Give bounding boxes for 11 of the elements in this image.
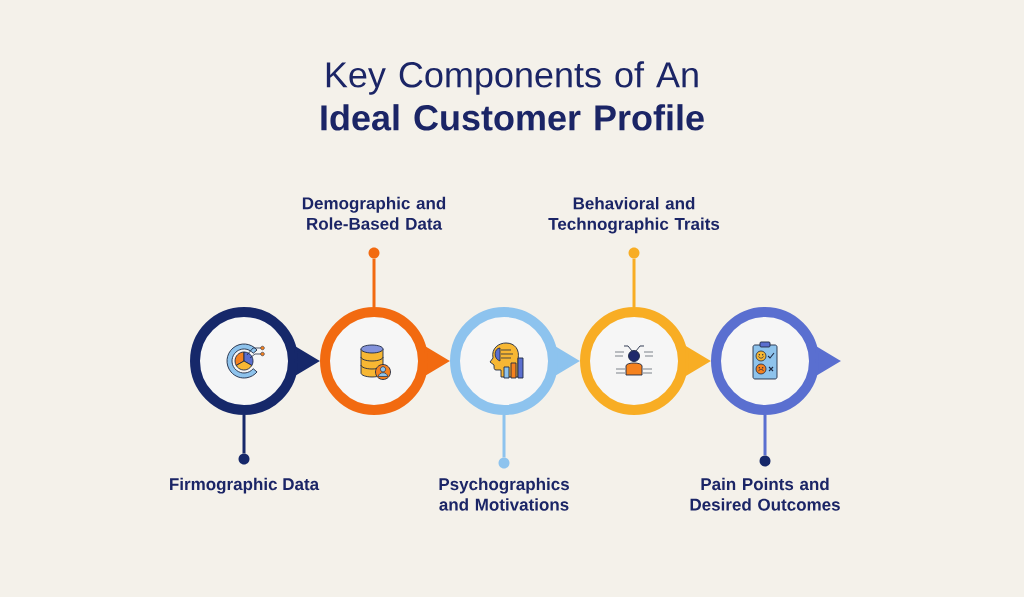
leader-line — [242, 415, 246, 454]
leader-line — [372, 258, 376, 307]
step-label: Pain Points and Desired Outcomes — [690, 477, 840, 511]
step-label: Firmographic Data — [170, 477, 320, 494]
step-label: Demographic and Role-Based Data — [302, 196, 446, 230]
step-label: Psychographics and Motivations — [439, 477, 569, 511]
title: Key Components of An Ideal Customer Profile — [321, 61, 704, 131]
leader-line — [763, 415, 767, 456]
leader-line — [502, 415, 506, 458]
step-label: Behavioral and Technographic Traits — [548, 197, 720, 234]
leader-line — [632, 258, 636, 307]
